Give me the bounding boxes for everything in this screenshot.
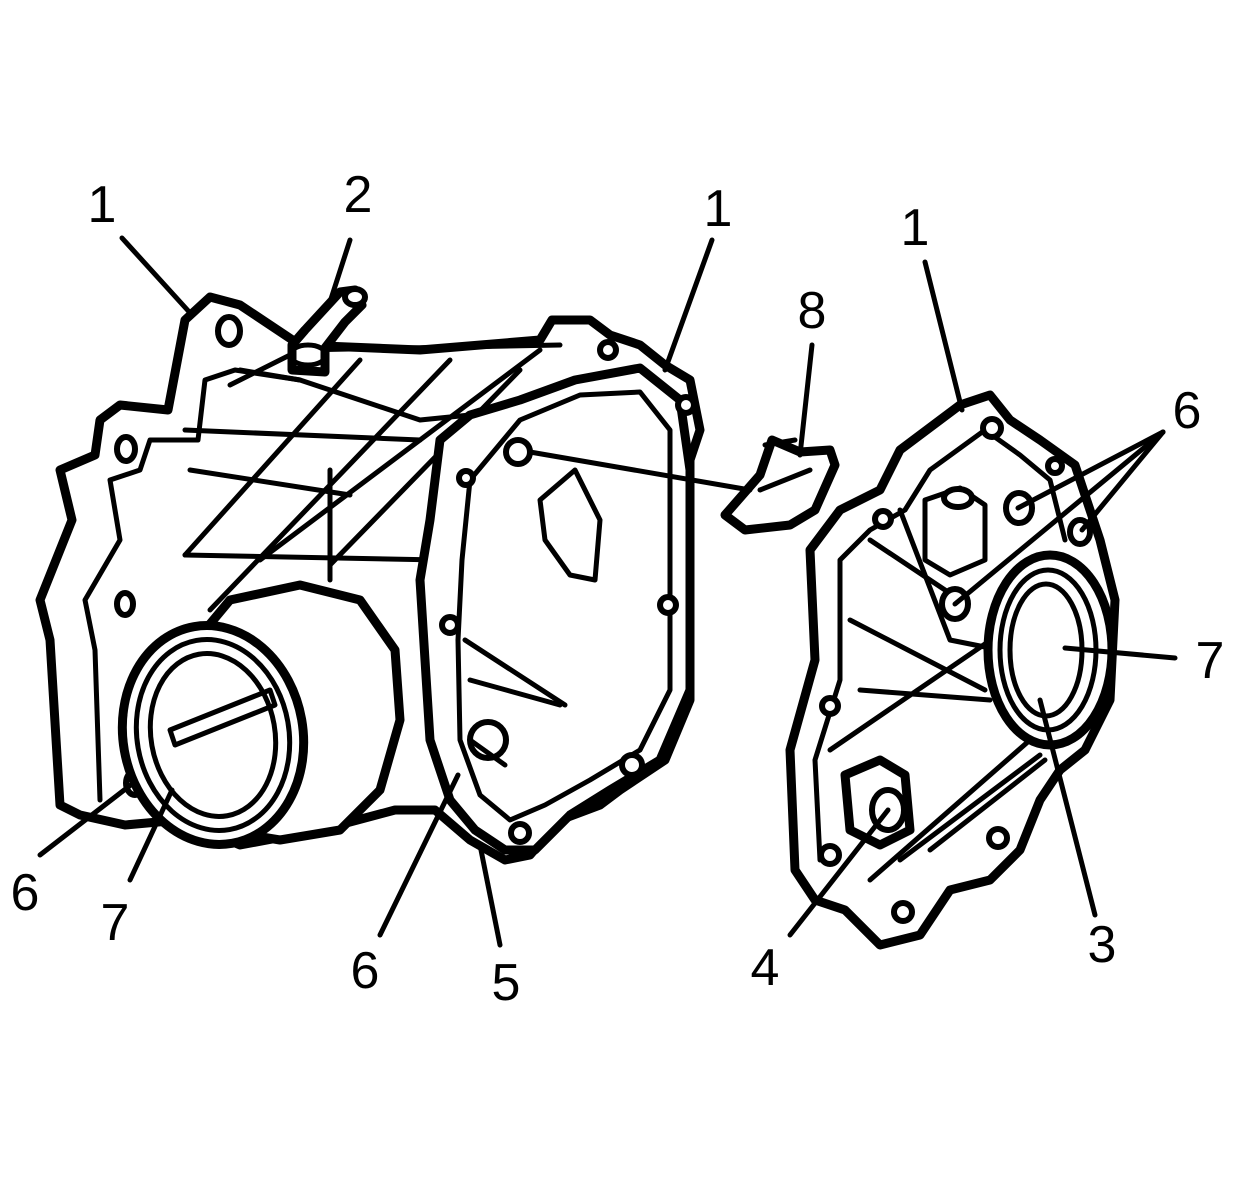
output-seal-ring-1 <box>133 637 293 833</box>
callout-1-front-housing: 1 <box>88 176 117 234</box>
callout-5-flange-tab: 5 <box>492 954 521 1012</box>
flange-bolt-hole-4 <box>619 752 645 778</box>
callout-7-end-cover-seal: 7 <box>1196 632 1225 690</box>
end-cover-bolt-hole-6 <box>986 826 1010 850</box>
flange-drain-hole-slot <box>467 737 508 768</box>
end-cover-rib-5 <box>857 687 993 703</box>
dowel-pin-hole <box>503 437 533 467</box>
leader-6b <box>37 781 135 858</box>
end-cover-bolt-hole-7 <box>1045 456 1065 476</box>
leader-8-to-hole <box>527 449 753 493</box>
leader-1b <box>662 237 715 373</box>
front-housing-half <box>35 285 705 865</box>
callout-2-vent-tube: 2 <box>344 166 373 224</box>
flange-bolt-hole-7 <box>456 468 476 488</box>
end-cover-rib-7 <box>897 752 1043 863</box>
front-housing-inner-flange <box>82 367 303 803</box>
front-housing-rib-9 <box>187 467 353 498</box>
front-housing-rib-5 <box>257 347 543 563</box>
vent-tube-opening <box>342 286 368 308</box>
output-bore-seal <box>117 580 405 849</box>
flange-bolt-hole-6 <box>439 614 461 636</box>
rear-end-cover <box>785 390 1120 950</box>
flange-bolt-hole-2 <box>675 394 697 416</box>
vent-tube-body <box>287 285 367 377</box>
callout-1-end-cover: 1 <box>901 199 930 257</box>
mating-flange-inner-edge <box>455 389 673 823</box>
callout-8-locator-pin: 8 <box>798 282 827 340</box>
front-housing-rib-3 <box>182 552 443 563</box>
vent-tube <box>287 285 368 377</box>
mating-flange-web-2 <box>467 677 563 708</box>
output-bore-shaft <box>167 687 278 748</box>
housing-bolt-hole-3 <box>114 590 136 618</box>
leader-2 <box>327 237 353 305</box>
leader-3 <box>1037 697 1098 918</box>
leader-5 <box>477 842 503 948</box>
leader-1c <box>922 259 965 413</box>
front-housing-rib-6 <box>327 367 523 568</box>
leader-8 <box>797 342 815 458</box>
flange-bolt-hole-3 <box>657 594 679 616</box>
end-cover-rib-2 <box>847 617 988 693</box>
end-cover-rib-4 <box>897 507 1003 653</box>
housing-bolt-hole-2 <box>114 434 138 464</box>
output-seal-ring-2 <box>147 651 279 819</box>
front-housing-rib-7 <box>182 427 423 443</box>
front-housing-rib-8 <box>237 367 473 423</box>
callout-6-housing-hole: 6 <box>11 864 40 922</box>
leader-6a-3 <box>952 429 1166 607</box>
flange-bolt-hole-1 <box>597 339 619 361</box>
leader-lines <box>37 235 1178 948</box>
leader-6c <box>377 772 461 938</box>
callout-7-output-seal: 7 <box>101 894 130 952</box>
leader-4 <box>787 807 891 938</box>
leader-6a-1 <box>1015 429 1166 511</box>
housing-bolt-hole-1 <box>215 314 243 348</box>
callout-6-end-cover-dowels: 6 <box>1173 382 1202 440</box>
callout-6-flange-hole: 6 <box>351 942 380 1000</box>
end-cover-bolt-hole-2 <box>872 508 894 530</box>
callout-1-mating-flange: 1 <box>704 180 733 238</box>
mating-flange-recess <box>537 467 603 583</box>
end-cover-rib-6 <box>867 737 1033 883</box>
end-cover-boss-top-hole <box>941 486 975 510</box>
end-cover-rib-8 <box>927 757 1048 853</box>
callout-3-seal-bore: 3 <box>1088 916 1117 974</box>
end-cover-bolt-hole-3 <box>819 695 841 717</box>
flange-bolt-hole-5 <box>508 821 532 845</box>
mating-flange-web-1 <box>462 637 568 708</box>
locator-pin-edge <box>757 467 813 493</box>
leader-1a <box>119 235 195 318</box>
end-cover-bolt-hole-4 <box>818 843 842 867</box>
leader-6a-2 <box>1079 429 1166 533</box>
leader-7b <box>1062 645 1178 661</box>
vent-tube-base <box>287 342 329 368</box>
locator-pin-tab <box>762 437 798 448</box>
leader-7a <box>127 787 175 883</box>
locator-pin <box>720 435 840 535</box>
callout-4-lower-boss: 4 <box>751 939 780 997</box>
callouts: 1 2 1 8 1 6 7 3 4 6 7 6 5 <box>11 166 1225 1012</box>
end-cover-bolt-hole-5 <box>891 900 915 924</box>
end-cover-bolt-hole-1 <box>980 416 1004 440</box>
locator-pin-body <box>720 435 840 535</box>
